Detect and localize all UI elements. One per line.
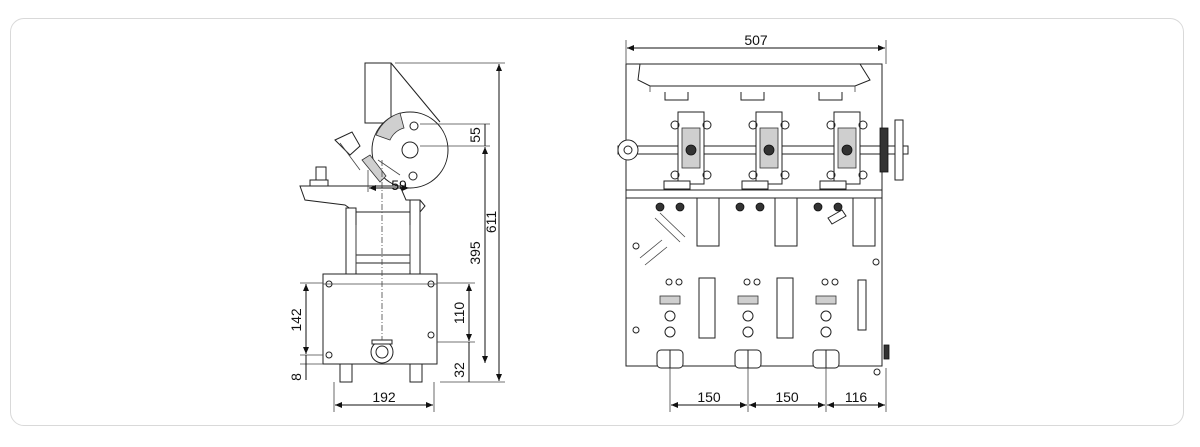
front-dimensions [625,40,887,412]
pole-2 [740,92,790,190]
pole-3 [818,92,868,190]
side-view [299,62,449,383]
dim-110: 110 [451,302,467,325]
dim-142: 142 [288,308,304,332]
dim-116: 116 [845,389,868,405]
dim-32: 32 [451,362,467,378]
dim-192: 192 [372,389,396,405]
side-dimensions [300,62,505,412]
dim-8: 8 [288,373,304,381]
dim-150-left: 150 [697,389,721,405]
dim-507: 507 [744,32,768,48]
dim-611: 611 [483,211,499,234]
drawing-card [10,18,1184,426]
terminals [659,277,867,339]
dim-59: 59 [391,177,407,193]
front-view [617,63,909,376]
dim-55: 55 [467,127,483,143]
dim-395: 395 [467,241,483,265]
dim-150-right: 150 [775,389,799,405]
pole-1 [663,92,712,190]
